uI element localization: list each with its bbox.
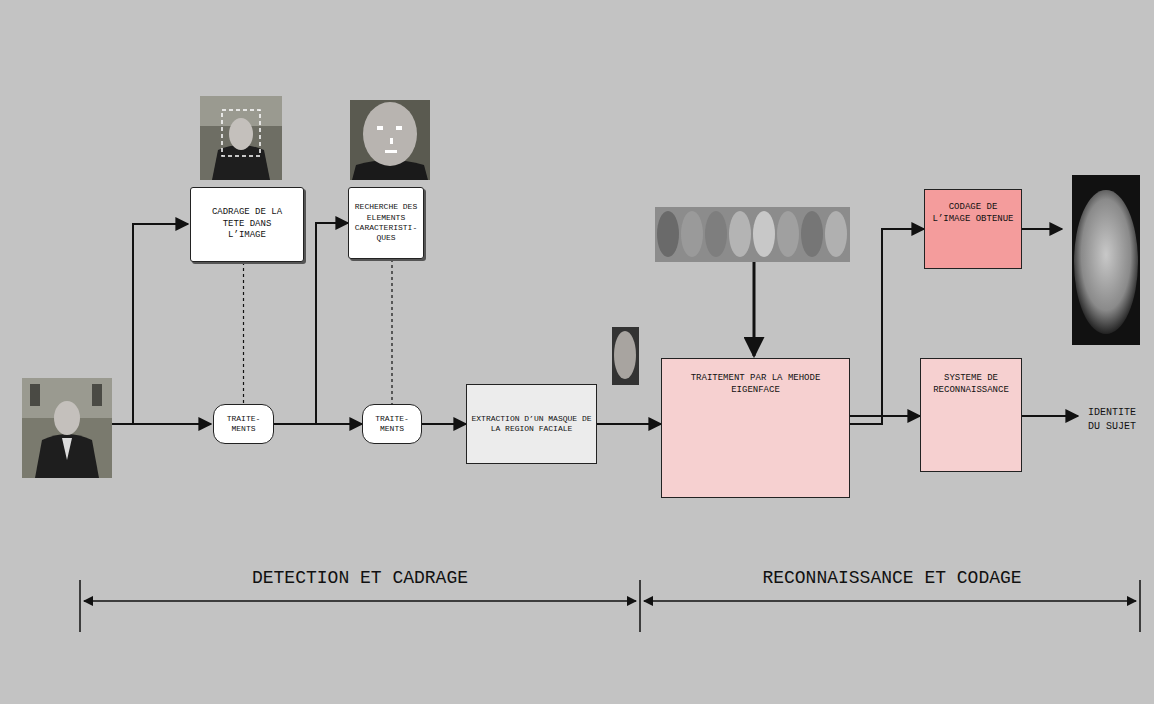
image-flow-lines-part — [753, 262, 756, 356]
box-text: TRAITE- MENTS — [220, 414, 267, 435]
recognition-box: SYSTEME DE RECONNAISSANCE — [920, 358, 1022, 472]
head-framing-photo-part — [212, 145, 270, 180]
section-label: RECONNAISSANCE ET CODAGE — [752, 566, 1032, 591]
section-brackets-part — [79, 580, 81, 632]
eigenfaces-strip-part — [681, 211, 703, 257]
input-photo-part — [54, 401, 80, 435]
feature-search-photo-part — [377, 126, 383, 130]
image-flow-lines-part — [133, 224, 188, 424]
coded-face-output — [1072, 175, 1140, 345]
output-label: IDENTITE DU SUJET — [1088, 406, 1144, 434]
dashed-link — [243, 262, 244, 404]
image-flow-lines-part — [1020, 228, 1062, 230]
process-box: RECHERCHE DES ELEMENTS CARACTERISTI- QUE… — [348, 187, 424, 259]
section-brackets-part — [1139, 580, 1141, 632]
box-text: SYSTEME DE RECONNAISSANCE — [929, 373, 1013, 396]
input-photo-part — [30, 384, 40, 406]
face-mask-thumbnail — [612, 327, 639, 385]
eigenfaces-strip-part — [729, 211, 751, 257]
section-brackets-part — [84, 600, 636, 602]
section-brackets-part — [644, 600, 1136, 602]
feature-search-photo-part — [350, 100, 430, 180]
image-flow-lines-part — [112, 423, 211, 425]
eigenfaces-strip — [655, 207, 850, 262]
box-text: CADRAGE DE LA TETE DANS L’IMAGE — [209, 207, 285, 242]
coded-face-output-part — [1072, 175, 1140, 345]
box-text: CODAGE DE L’IMAGE OBTENUE — [931, 202, 1015, 225]
input-photo — [22, 378, 112, 478]
flow-arrow — [274, 423, 362, 425]
flow-arrow — [850, 415, 920, 417]
section-brackets-part — [639, 580, 641, 632]
coded-face-output-part — [1074, 190, 1138, 334]
input-photo-part — [35, 434, 99, 478]
process-box: CADRAGE DE LA TETE DANS L’IMAGE — [190, 187, 304, 262]
input-photo-part — [62, 438, 72, 460]
flow-arrow — [597, 423, 661, 425]
eigenfaces-strip-part — [657, 211, 679, 257]
eigenfaces-strip-part — [753, 211, 775, 257]
box-text: TRAITEMENT PAR LA MEHODE EIGENFACE — [687, 373, 824, 396]
feature-search-photo-part — [390, 138, 393, 144]
eigenface-box: TRAITEMENT PAR LA MEHODE EIGENFACE — [661, 358, 850, 498]
feature-search-photo-part — [385, 150, 397, 153]
process-box: EXTRACTION D’UN MASQUE DE LA REGION FACI… — [466, 384, 597, 464]
head-framing-photo-part — [200, 96, 282, 180]
head-framing-photo-part — [222, 110, 260, 156]
eigenfaces-strip-part — [777, 211, 799, 257]
input-photo-part — [92, 384, 102, 406]
input-photo-part — [22, 378, 112, 478]
box-text: TRAITE- MENTS — [369, 414, 415, 435]
image-flow-lines-part — [1020, 415, 1078, 417]
face-mask-thumbnail-part — [612, 327, 639, 385]
feature-search-photo-part — [396, 126, 402, 130]
box-text: RECHERCHE DES ELEMENTS CARACTERISTI- QUE… — [353, 202, 419, 244]
section-label: DETECTION ET CADRAGE — [240, 566, 480, 591]
processing-pill: TRAITE- MENTS — [213, 404, 274, 444]
processing-pill: TRAITE- MENTS — [362, 404, 422, 444]
flow-arrow — [850, 229, 924, 424]
feature-search-photo-part — [363, 102, 417, 166]
box-text: EXTRACTION D’UN MASQUE DE LA REGION FACI… — [471, 414, 592, 435]
eigenfaces-strip-part — [801, 211, 823, 257]
coding-box: CODAGE DE L’IMAGE OBTENUE — [924, 189, 1022, 269]
flow-arrow — [422, 423, 466, 425]
eigenfaces-strip-part — [655, 207, 850, 262]
face-mask-thumbnail-part — [614, 331, 636, 379]
eigenfaces-strip-part — [705, 211, 727, 257]
dashed-link — [391, 259, 392, 404]
feature-search-photo — [350, 100, 430, 180]
head-framing-photo-part — [229, 118, 253, 150]
eigenfaces-strip-part — [825, 211, 847, 257]
head-framing-photo — [200, 96, 282, 180]
